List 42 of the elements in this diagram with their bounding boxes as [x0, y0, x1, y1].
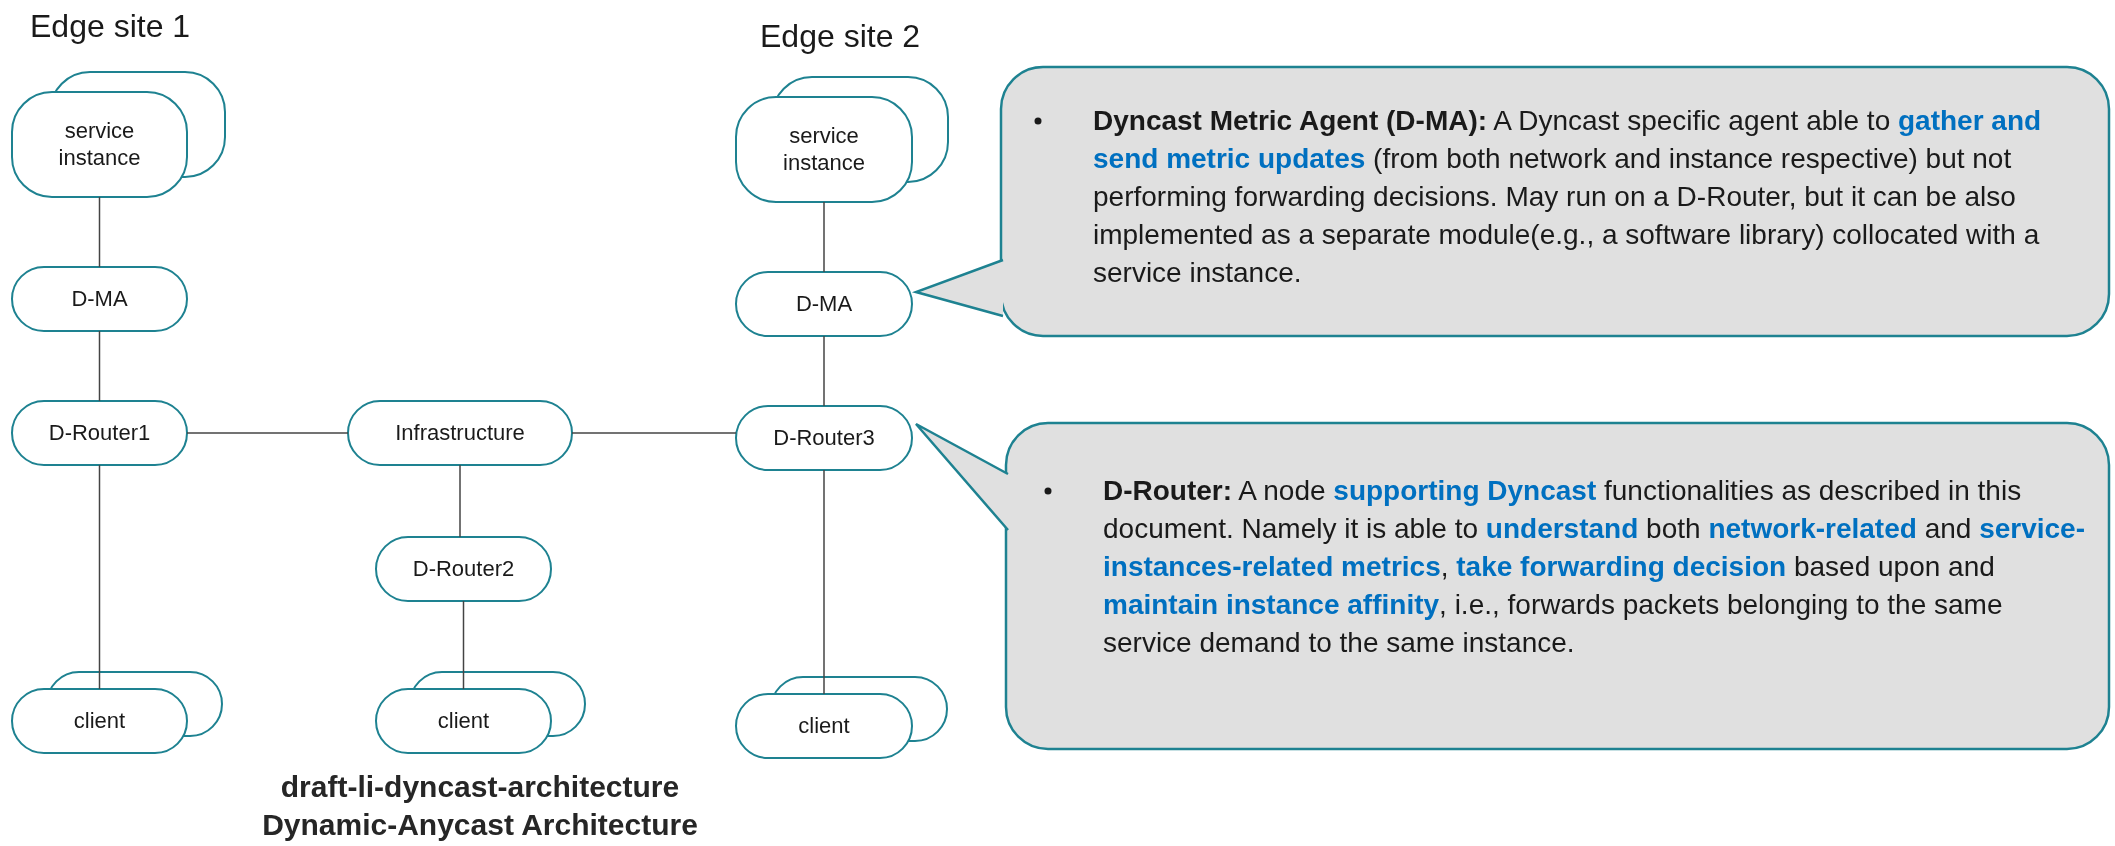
- connector-line: [98, 196, 101, 268]
- process-node: [12, 267, 187, 331]
- description-text: Dyncast Metric Agent (D-MA): A Dyncast specific agent able to gather and send metric updates (from both network and instance respective) but not performing forwarding decisions. May run on a D-Router, but it can be also implemented as a separate module(e.g., a software library) collocated with a service instance.: [1093, 104, 2043, 290]
- node-label: D-Router3: [772, 423, 876, 452]
- stacked-node: [12, 72, 225, 197]
- node-label: service instance: [782, 122, 866, 177]
- node-label: client: [797, 711, 851, 740]
- node-label: client: [436, 706, 491, 735]
- diagram-caption: Dynamic-Anycast Architecture: [261, 808, 699, 842]
- stacked-node: [376, 672, 585, 753]
- stacked-node: [12, 672, 222, 753]
- callout-pointer: [911, 258, 1005, 318]
- site-label: Edge site 1: [30, 8, 191, 45]
- diagram-title: draft-li-dyncast-architecture: [279, 770, 681, 804]
- connector-line: [823, 469, 825, 695]
- node-label: client: [72, 706, 127, 735]
- stacked-node: [736, 77, 948, 202]
- connector-line: [186, 432, 349, 434]
- node-label: D-MA: [794, 289, 854, 318]
- description-text: D-Router: A node supporting Dyncast functionalities as described in this document. Namely it is able to understand both network-related and service-instances-related metrics, take forwarding decision based upon and maintain instance affinity, i.e., forwards packets belonging to the same service demand to the same instance.: [1103, 474, 2087, 660]
- connector-line: [571, 432, 737, 434]
- stacked-node: [736, 677, 947, 758]
- node-label: Infrastructure: [394, 418, 526, 447]
- connector-line: [98, 330, 101, 402]
- process-node: [736, 272, 912, 336]
- process-node: [736, 406, 912, 470]
- callout-pointer: [914, 422, 1010, 532]
- connector-line: [462, 600, 465, 690]
- node-label: D-Router1: [47, 418, 152, 447]
- process-node: [348, 401, 572, 465]
- process-node: [12, 401, 187, 465]
- callout-bubble: [1005, 422, 2110, 750]
- node-label: service instance: [57, 117, 142, 172]
- connector-line: [823, 335, 825, 407]
- connector-line: [823, 201, 825, 273]
- node-label: D-Router2: [411, 554, 516, 583]
- connector-line: [98, 464, 101, 690]
- callout-bubble: [1000, 66, 2110, 337]
- node-label: D-MA: [70, 284, 129, 313]
- site-label: Edge site 2: [760, 18, 921, 55]
- connector-line: [459, 464, 461, 538]
- process-node: [376, 537, 551, 601]
